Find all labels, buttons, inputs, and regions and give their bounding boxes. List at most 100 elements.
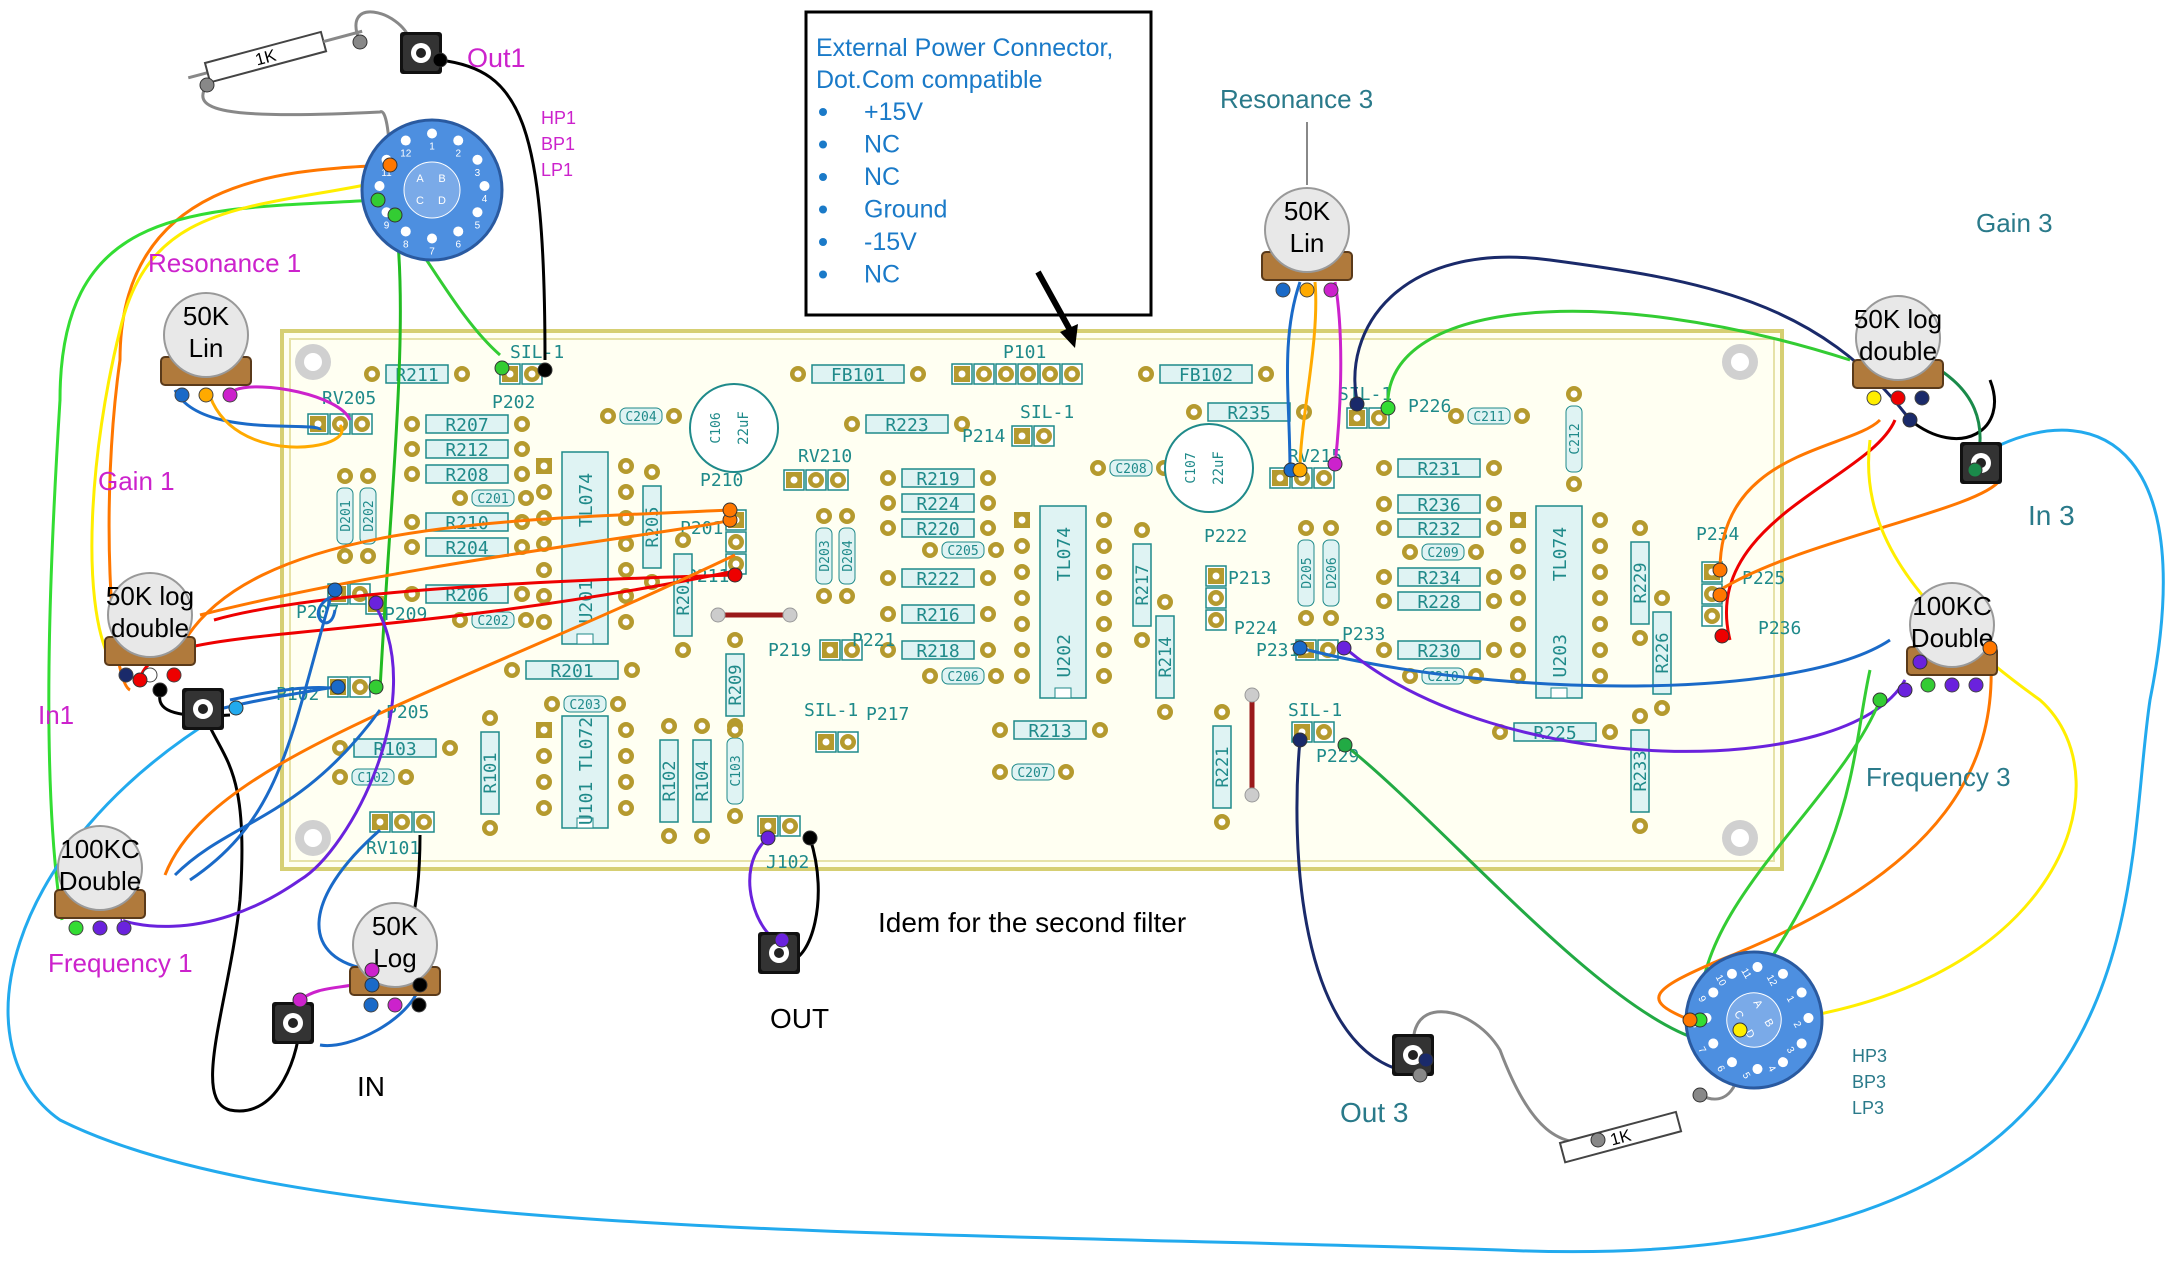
switch-number: 1	[429, 142, 435, 153]
wire-end-dot	[1967, 462, 1983, 478]
jack-out	[758, 932, 800, 974]
capacitor-c205: C205	[922, 541, 1004, 559]
callout-pin-label: -15V	[864, 228, 917, 256]
svg-text:D205: D205	[1300, 557, 1315, 588]
part-label: RV101	[366, 838, 420, 859]
part-label: P221	[852, 630, 895, 651]
label-in3: In 3	[2028, 500, 2075, 531]
mounting-hole	[1722, 344, 1758, 380]
part-label: RV210	[798, 446, 852, 467]
capacitor-c204: C204	[600, 407, 682, 425]
part-label: R235	[1227, 403, 1270, 424]
resistor-r208: R208	[404, 464, 530, 486]
part-label: P234	[1696, 524, 1739, 545]
wire-end-dot	[1732, 1022, 1748, 1038]
wire-end-dot	[330, 679, 346, 695]
switch-number: 3	[475, 168, 481, 179]
wire-end-dot	[802, 830, 818, 846]
callout-pin-label: +15V	[864, 98, 923, 126]
part-label: R213	[1028, 721, 1071, 742]
switch-letter: D	[438, 195, 446, 207]
part-label: SIL-1	[1020, 402, 1074, 423]
svg-text:C211: C211	[1473, 410, 1504, 425]
label-frequency1: Frequency 1	[48, 948, 193, 978]
callout-title-line2: Dot.Com compatible	[816, 66, 1042, 94]
resistor-r222: R222	[880, 568, 996, 590]
resistor-1k-label: 1K	[253, 46, 279, 70]
wire-end-dot	[1912, 654, 1928, 670]
wire-end-dot	[368, 595, 384, 611]
rotary-switch[interactable]: 123456789101112ABCD	[360, 118, 504, 262]
resistor-r212: R212	[404, 439, 530, 461]
resistor-r234: R234	[1376, 567, 1502, 589]
wire-end-dot	[727, 567, 743, 583]
switch-letter: B	[438, 173, 445, 185]
resistor-r102: R102	[659, 718, 680, 844]
svg-text:TL074: TL074	[576, 473, 597, 527]
capacitor-c212: C212	[1565, 386, 1583, 492]
pot-value: 50K log	[106, 581, 194, 611]
capacitor-d206: D206	[1322, 520, 1340, 626]
wire-end-dot	[412, 977, 428, 993]
svg-text:C212: C212	[1568, 423, 1583, 454]
pot-value: 100KC	[1912, 591, 1992, 621]
wire-end-dot	[1292, 462, 1308, 478]
resistor-r213: R213	[992, 720, 1108, 742]
jumper-wires	[710, 607, 1260, 803]
svg-text:D203: D203	[818, 540, 833, 571]
switch-number: 9	[384, 220, 390, 231]
part-label: R229	[1631, 563, 1651, 604]
resistor-r216: R216	[880, 604, 996, 626]
callout-pin-item: NC	[819, 163, 900, 191]
wire-end-dot	[1982, 640, 1998, 656]
part-label: P231	[1256, 640, 1299, 661]
wire-end-dot	[1418, 1052, 1434, 1068]
wires	[6, 10, 2165, 1254]
part-label: R223	[885, 415, 928, 436]
capacitor-d205: D205	[1297, 520, 1315, 626]
svg-text:C107: C107	[1184, 452, 1199, 483]
part-label: R216	[916, 605, 959, 626]
jack-in	[272, 1002, 314, 1044]
wire-end-dot	[1692, 1087, 1708, 1103]
resistor-r218: R218	[880, 640, 996, 662]
wire-end-dot	[199, 77, 215, 93]
part-label: P217	[866, 704, 909, 725]
part-label: FB101	[831, 365, 885, 386]
label-frequency3: Frequency 3	[1866, 762, 2011, 792]
jack-in1	[182, 688, 224, 730]
resistor-r207: R207	[404, 414, 530, 436]
wire-end-dot	[1872, 692, 1888, 708]
svg-text:C208: C208	[1115, 462, 1146, 477]
resistor-r231: R231	[1376, 458, 1502, 480]
switch-number: 11	[381, 168, 392, 179]
rotary-switch[interactable]: 123456789101112ABCD	[1661, 927, 1847, 1113]
wire-end-dot	[292, 992, 308, 1008]
header-p217: SIL-1	[804, 700, 859, 753]
part-label: R219	[916, 469, 959, 490]
capacitor-d203: D203	[815, 508, 833, 604]
callout-pin-item: NC	[819, 131, 900, 159]
part-label: R209	[726, 665, 746, 706]
part-label: R211	[395, 365, 438, 386]
part-label: R228	[1417, 592, 1460, 613]
wire-end-dot	[1714, 628, 1730, 644]
wire-end-dot	[368, 679, 384, 695]
resistor-r101: R101	[480, 710, 501, 836]
bullet-icon	[819, 238, 827, 246]
svg-text:C201: C201	[477, 492, 508, 507]
resistor-r220: R220	[880, 518, 996, 540]
part-label: R212	[445, 440, 488, 461]
part-label: R226	[1653, 633, 1673, 674]
wire-end-dot	[722, 502, 738, 518]
